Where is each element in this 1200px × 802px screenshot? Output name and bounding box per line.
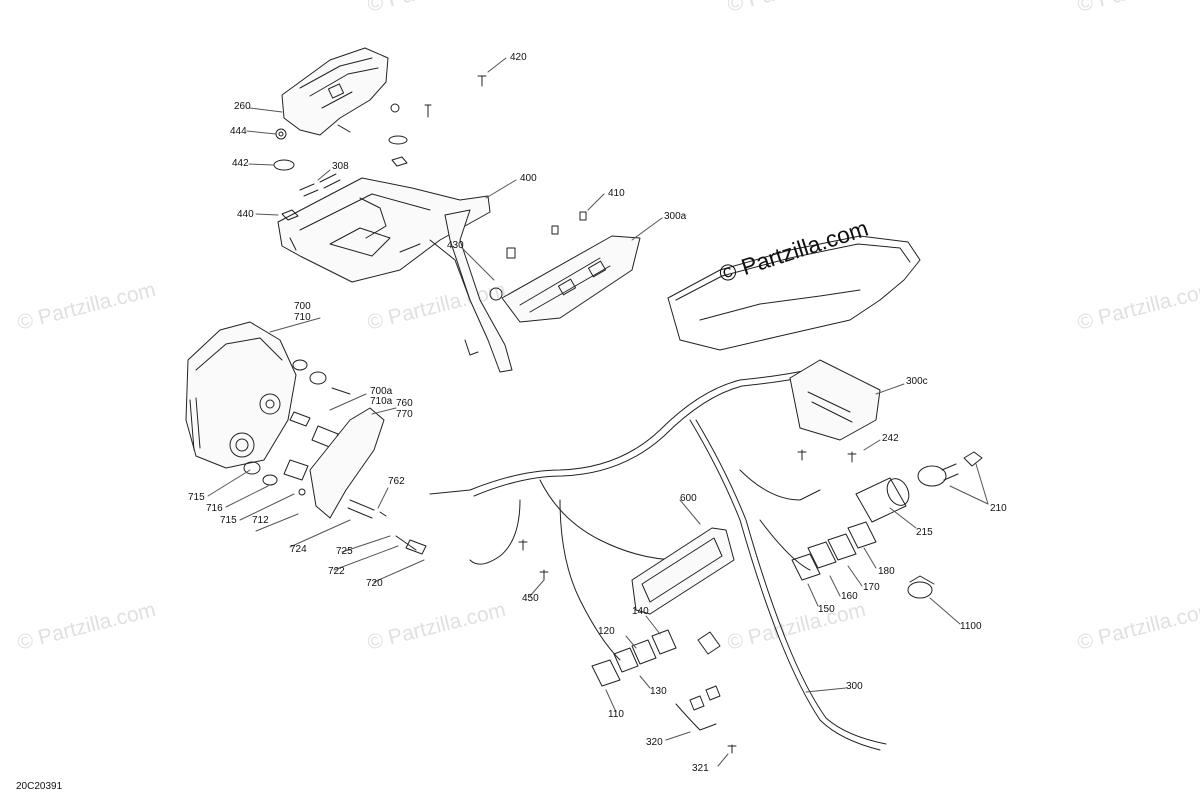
- relays-right: [791, 521, 877, 581]
- callout-722: 722: [328, 566, 345, 577]
- callout-724: 724: [290, 544, 307, 555]
- callout-600: 600: [680, 493, 697, 504]
- headlamp-bracket: [309, 407, 427, 555]
- connector-320: [675, 631, 721, 731]
- callout-300c: 300c: [906, 376, 928, 387]
- callout-300: 300: [846, 681, 863, 692]
- callout-715: 715: [220, 515, 237, 526]
- callout-242: 242: [882, 433, 899, 444]
- callout-442: 442: [232, 158, 249, 169]
- callout-180: 180: [878, 566, 895, 577]
- top-cover: [281, 47, 389, 136]
- callout-450: 450: [522, 593, 539, 604]
- callout-430: 430: [447, 240, 464, 251]
- cap-215: [855, 477, 910, 523]
- callout-710a: 710a: [370, 396, 393, 407]
- callout-725: 725: [336, 546, 353, 557]
- relays-left: [591, 629, 677, 687]
- display-unit: [631, 527, 735, 615]
- callout-712: 712: [252, 515, 269, 526]
- callout-120: 120: [598, 626, 615, 637]
- callout-170: 170: [863, 582, 880, 593]
- callout-260: 260: [234, 101, 251, 112]
- callout-440: 440: [237, 209, 254, 220]
- callout-410: 410: [608, 188, 625, 199]
- leader-lines: [207, 57, 989, 767]
- callout-715: 715: [188, 492, 205, 503]
- callout-1100: 1100: [960, 621, 982, 632]
- callout-320: 320: [646, 737, 663, 748]
- callout-130: 130: [650, 686, 667, 697]
- callout-700a: 700a: [370, 386, 393, 397]
- callout-140: 140: [632, 606, 649, 617]
- relay-box: [789, 359, 881, 441]
- callout-420: 420: [510, 52, 527, 63]
- callout-400: 400: [520, 173, 537, 184]
- callout-321: 321: [692, 763, 709, 774]
- diagram-code: 20C20391: [16, 781, 63, 792]
- callout-760: 760: [396, 398, 413, 409]
- wiring-harness: [429, 369, 887, 751]
- callout-720: 720: [366, 578, 383, 589]
- callout-700: 700: [294, 301, 311, 312]
- callout-716: 716: [206, 503, 223, 514]
- callout-150: 150: [818, 604, 835, 615]
- support-bracket: [429, 209, 513, 373]
- callout-300a: 300a: [664, 211, 687, 222]
- switch-210: [917, 451, 983, 487]
- callout-710: 710: [294, 312, 311, 323]
- callout-215: 215: [916, 527, 933, 538]
- callout-308: 308: [332, 161, 349, 172]
- control-module: [501, 235, 641, 323]
- upper-frame: [667, 235, 921, 351]
- callout-770: 770: [396, 409, 413, 420]
- switch-1100: [907, 575, 935, 599]
- callout-444: 444: [230, 126, 247, 137]
- headlamp: [185, 321, 297, 469]
- callout-160: 160: [841, 591, 858, 602]
- callout-762: 762: [388, 476, 405, 487]
- callout-110: 110: [608, 709, 624, 720]
- callout-210: 210: [990, 503, 1007, 514]
